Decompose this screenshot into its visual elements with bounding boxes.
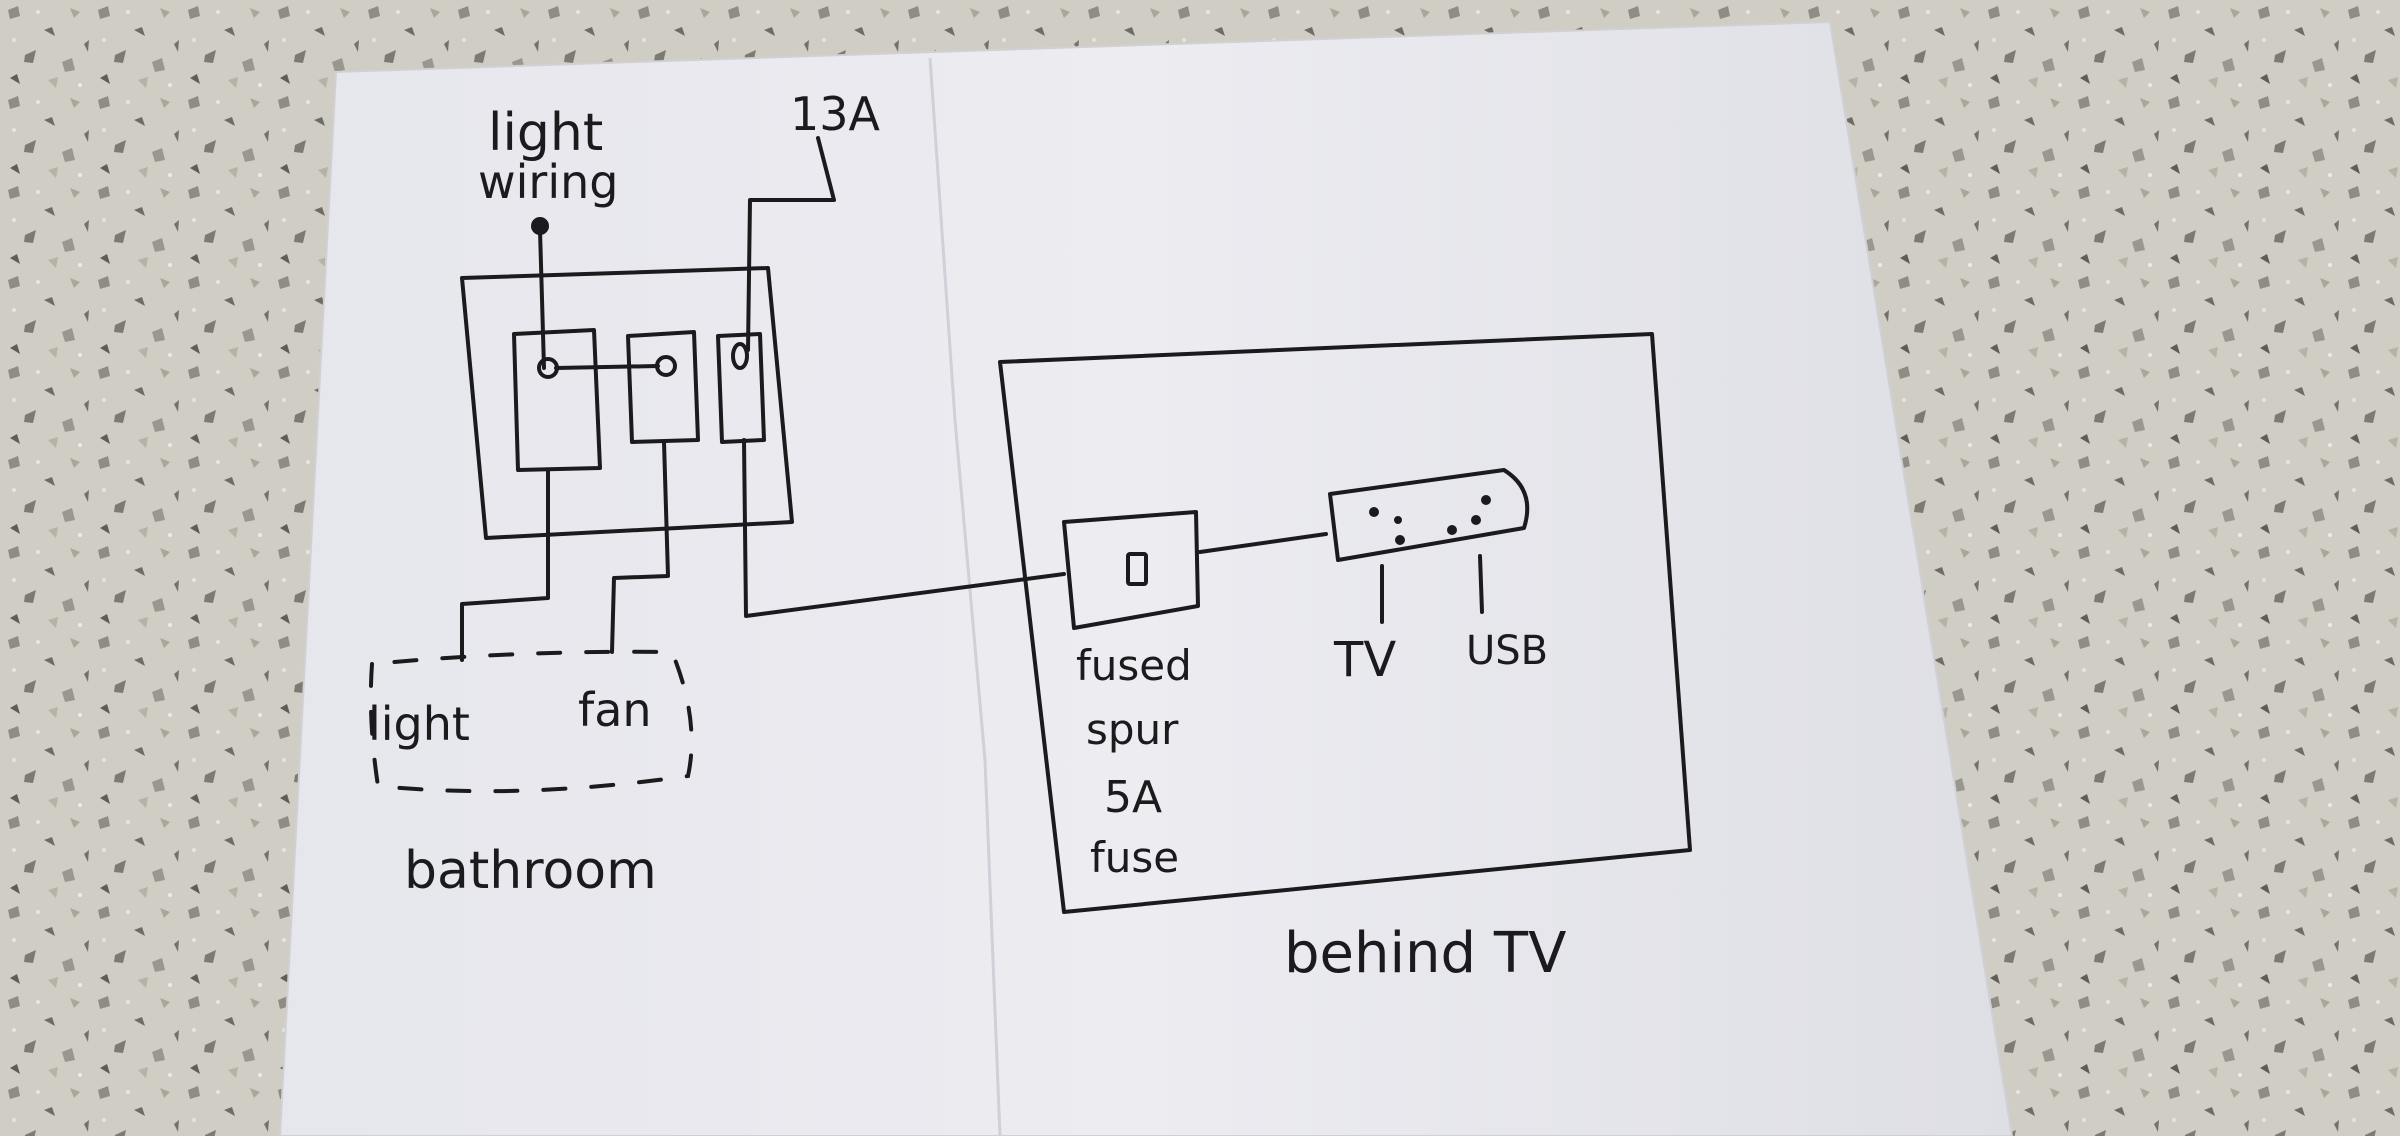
spur-to-socket-wire: [1198, 532, 1328, 554]
usb-lead-wire: [1478, 554, 1484, 614]
label-bathroom-fan: fan: [578, 683, 652, 737]
socket-hole-1: [1369, 507, 1379, 517]
common-link-wire: [554, 364, 660, 370]
socket-hole-2: [1395, 535, 1405, 545]
label-bathroom-light: light: [368, 697, 470, 751]
paper-fold-line: [928, 57, 1002, 1136]
socket-hole-4: [1447, 525, 1457, 535]
label-socket-usb: USB: [1466, 628, 1548, 674]
fan-output-wire: [610, 440, 670, 654]
label-spur-line1: fused: [1076, 641, 1192, 690]
supply-switch-rocker: [716, 332, 766, 444]
switch-panel: [460, 136, 1066, 662]
label-light-wiring-line2: wiring: [478, 155, 618, 209]
behind-tv-enclosure: [998, 332, 1692, 914]
switch-3-terminal: [731, 342, 749, 370]
label-bathroom: bathroom: [404, 841, 657, 901]
light-switch-rocker: [512, 328, 602, 472]
fan-switch-rocker: [626, 330, 700, 444]
fuse-indicator: [1126, 552, 1148, 586]
bathroom-dashed-boundary: [368, 649, 694, 794]
behind-tv-area: [998, 332, 1692, 914]
fused-spur-box: [1062, 510, 1200, 630]
label-socket-tv: TV: [1333, 632, 1396, 688]
label-spur-line4: fuse: [1090, 833, 1179, 882]
label-spur-line2: spur: [1086, 705, 1179, 754]
light-wiring-feed: [538, 228, 546, 370]
socket-strip: [1328, 468, 1530, 562]
socket-hole-6: [1481, 495, 1491, 505]
socket-hole-3: [1394, 516, 1402, 524]
light-output-wire: [460, 468, 550, 662]
switch-plate: [460, 266, 794, 540]
spur-feed-wire: [742, 438, 1066, 618]
label-13a-supply: 13A: [790, 87, 881, 141]
label-spur-line3: 5A: [1104, 772, 1162, 823]
label-light-wiring-line1: light: [488, 103, 603, 163]
label-behind-tv: behind TV: [1284, 921, 1566, 986]
socket-hole-5: [1471, 515, 1481, 525]
supply-13a-feed: [746, 136, 836, 352]
